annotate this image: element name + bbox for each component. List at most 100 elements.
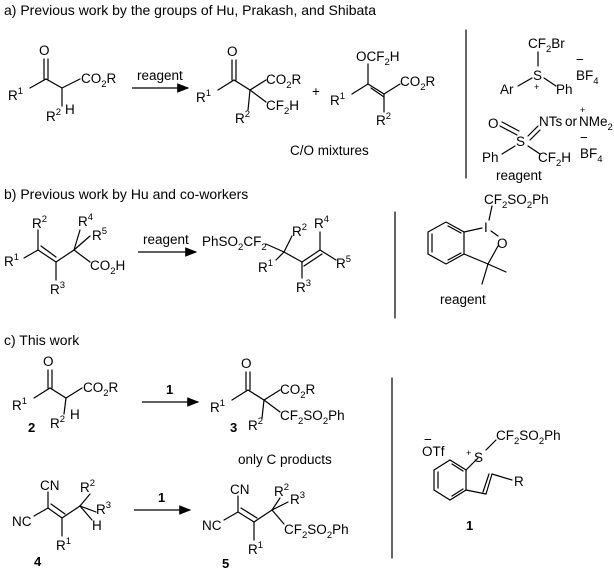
- section-c-header: c) This work: [4, 332, 80, 348]
- svg-text:Ph: Ph: [556, 82, 573, 97]
- svg-text:R2: R2: [248, 416, 263, 433]
- hypervalent-iodine-reagent: I CF2SO2Ph O reagent: [427, 192, 549, 307]
- svg-text:BF4: BF4: [576, 68, 599, 87]
- allylic-product: PhSO2CF2 R2 R1 R3 R4 R5: [202, 214, 351, 295]
- svg-text:H: H: [92, 518, 102, 533]
- svg-text:S: S: [516, 134, 525, 149]
- svg-text:R3: R3: [296, 278, 311, 295]
- benzothiophenium-reagent-1: S + CF2SO2Ph R − OTf 1: [422, 428, 561, 533]
- section-b-header: b) Previous work by Hu and co-workers: [4, 186, 249, 202]
- svg-text:+: +: [580, 105, 585, 115]
- svg-text:R1: R1: [248, 540, 263, 557]
- section-c-scheme: O R1 CO2R R2 H 2 1 O R1 CO2R CF2SO2Ph R2: [12, 354, 561, 570]
- svg-text:CF2SO2Ph: CF2SO2Ph: [496, 428, 561, 447]
- reagent-caption-b: reagent: [440, 292, 486, 307]
- svg-text:O: O: [227, 44, 238, 59]
- svg-text:−: −: [580, 130, 588, 145]
- svg-text:−: −: [424, 432, 432, 447]
- svg-text:R: R: [514, 474, 524, 489]
- section-a-scheme: O R1 CO2R R2 H reagent O R1 CO2R CF2H R2: [8, 29, 613, 183]
- o-difluoromethyl-product: OCF2H R1 CO2R R2: [330, 49, 436, 128]
- svg-text:R1: R1: [12, 396, 27, 413]
- bromodifluoromethyl-sulfonium-reagent: CF2Br S + Ar Ph − BF4: [500, 36, 599, 97]
- svg-text:CO2R: CO2R: [83, 380, 119, 399]
- svg-text:O: O: [241, 356, 252, 371]
- svg-text:or: or: [565, 114, 578, 129]
- svg-text:CF2H: CF2H: [266, 98, 299, 117]
- c-difluoromethyl-product: O R1 CO2R CF2H R2: [196, 44, 302, 126]
- svg-text:R2: R2: [80, 478, 95, 495]
- svg-text:R2: R2: [50, 414, 65, 431]
- compound-5: CN R2 R3 CF2SO2Ph NC R1 5: [202, 482, 349, 570]
- svg-text:I: I: [484, 220, 488, 235]
- svg-text:PhSO2CF2: PhSO2CF2: [202, 234, 267, 253]
- svg-text:R1: R1: [8, 86, 23, 103]
- arrow-label-b: reagent: [143, 232, 189, 247]
- arrow-label-c1: 1: [166, 382, 173, 397]
- svg-text:R2: R2: [376, 111, 391, 128]
- svg-text:R3: R3: [96, 500, 111, 517]
- svg-text:5: 5: [222, 556, 229, 570]
- compound-2: O R1 CO2R R2 H 2: [12, 354, 119, 435]
- svg-text:CF2H: CF2H: [538, 150, 571, 169]
- svg-text:R2: R2: [274, 482, 289, 499]
- arrow-label-a: reagent: [137, 68, 183, 83]
- only-c-products-caption: only C products: [238, 452, 332, 467]
- svg-text:R4: R4: [78, 212, 93, 229]
- svg-text:R1: R1: [330, 91, 345, 108]
- svg-text:R1: R1: [56, 536, 71, 553]
- plus-sign: +: [312, 84, 320, 99]
- svg-text:BF4: BF4: [580, 146, 603, 165]
- svg-text:+: +: [534, 82, 539, 92]
- svg-text:OTf: OTf: [422, 444, 445, 459]
- svg-text:O: O: [43, 354, 54, 369]
- svg-text:R1: R1: [196, 88, 211, 105]
- section-b-scheme: R2 R1 R3 R4 R5 CO2H reagent PhSO2CF2: [4, 192, 549, 319]
- svg-text:CN: CN: [40, 478, 60, 493]
- svg-text:CO2R: CO2R: [280, 382, 316, 401]
- svg-text:NC: NC: [12, 514, 32, 529]
- svg-text:CN: CN: [230, 482, 250, 497]
- svg-text:CF2SO2Ph: CF2SO2Ph: [284, 522, 349, 541]
- svg-text:O: O: [488, 116, 499, 131]
- sulfoximine-reagent: O S NTs or + NMe2 Ph CF2H − BF4 reagent: [482, 105, 613, 183]
- svg-text:R1: R1: [210, 398, 225, 415]
- svg-text:NC: NC: [202, 518, 222, 533]
- svg-text:NTs: NTs: [539, 114, 562, 129]
- compound-3: O R1 CO2R CF2SO2Ph R2 3: [210, 356, 345, 435]
- reagent-caption-a: reagent: [496, 168, 542, 183]
- svg-text:CO2R: CO2R: [266, 72, 302, 91]
- c-o-mixtures-caption: C/O mixtures: [290, 143, 369, 158]
- keto-ester-substrate: O R1 CO2R R2 H: [8, 43, 117, 124]
- svg-text:CF2SO2Ph: CF2SO2Ph: [484, 192, 549, 211]
- svg-text:R1: R1: [258, 258, 273, 275]
- allylic-acid-substrate: R2 R1 R3 R4 R5 CO2H: [4, 212, 125, 297]
- svg-text:R1: R1: [4, 252, 19, 269]
- svg-text:O: O: [497, 236, 508, 251]
- svg-text:CF2SO2Ph: CF2SO2Ph: [280, 408, 345, 427]
- svg-text:H: H: [70, 407, 80, 422]
- svg-text:3: 3: [230, 420, 237, 435]
- svg-text:R4: R4: [314, 214, 329, 231]
- svg-text:R2: R2: [292, 222, 307, 239]
- svg-text:+: +: [466, 448, 471, 458]
- svg-text:O: O: [39, 43, 50, 58]
- svg-text:CF2Br: CF2Br: [528, 36, 565, 55]
- svg-text:R3: R3: [290, 490, 305, 507]
- svg-text:4: 4: [34, 554, 42, 569]
- svg-text:R5: R5: [92, 226, 107, 243]
- svg-text:1: 1: [466, 518, 473, 533]
- svg-text:CO2R: CO2R: [400, 74, 436, 93]
- svg-text:Ar: Ar: [500, 82, 514, 97]
- svg-text:−: −: [576, 52, 584, 67]
- svg-text:R2: R2: [46, 107, 61, 124]
- svg-text:R2: R2: [32, 214, 47, 231]
- svg-text:S: S: [533, 68, 542, 83]
- svg-text:S: S: [474, 450, 483, 465]
- svg-text:CO2H: CO2H: [90, 258, 125, 277]
- svg-text:CO2R: CO2R: [81, 71, 117, 90]
- svg-text:NMe2: NMe2: [579, 114, 613, 133]
- svg-text:2: 2: [28, 420, 35, 435]
- svg-text:Ph: Ph: [482, 150, 499, 165]
